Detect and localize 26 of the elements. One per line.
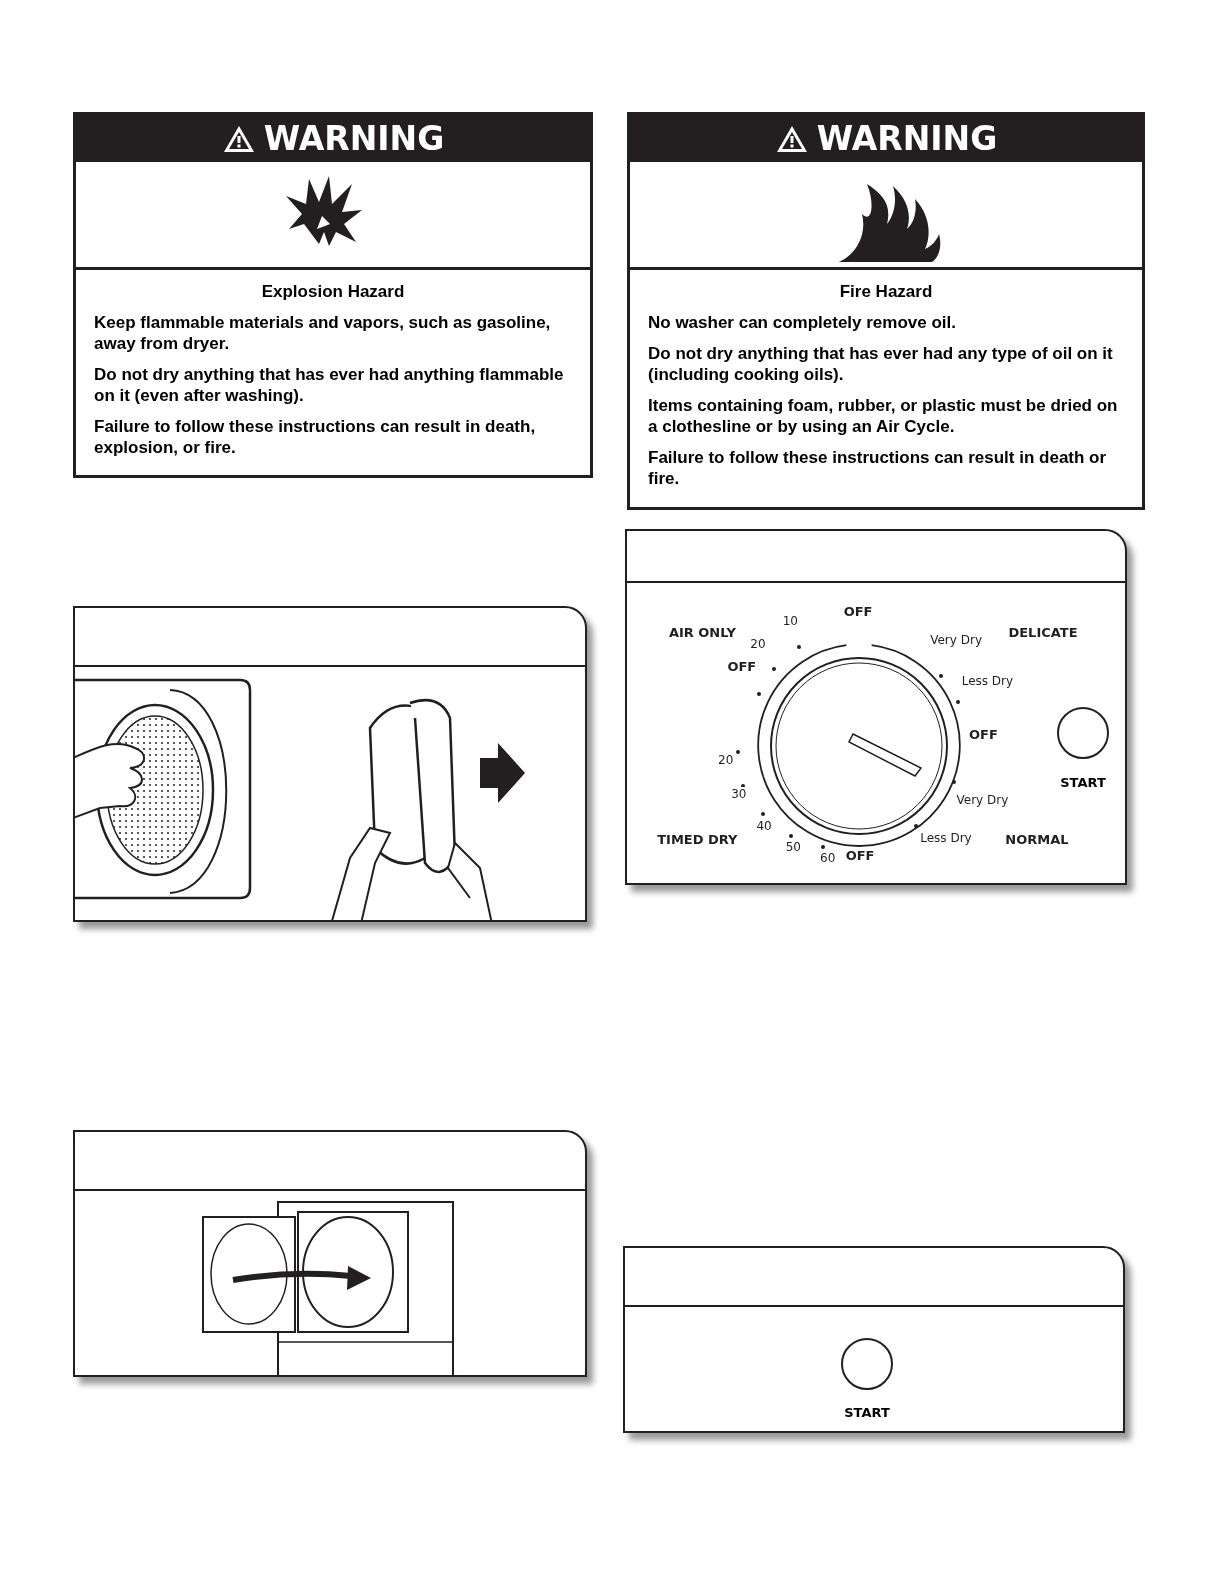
warning-box	[73, 112, 593, 478]
warning-box	[627, 112, 1145, 510]
warning-text: Items containing foam, rubber, or plastic must be dried on a clothesline or by using an Air Cycle.	[648, 395, 1119, 437]
hazard-heading: Fire Hazard	[838, 282, 934, 302]
button-label: START	[844, 1404, 890, 1420]
start-button	[1057, 707, 1109, 759]
warning-text: Failure to follow these instructions can result in death, explosion, or fire.	[94, 416, 537, 458]
button-label: START	[1060, 774, 1106, 790]
start-button	[841, 1338, 893, 1390]
warning-text: No washer can completely remove oil.	[648, 312, 957, 333]
dial-label: Less Dry	[918, 830, 974, 845]
dial-label: Very Dry	[954, 793, 1011, 808]
dial-label: 20	[748, 636, 768, 651]
dial-label: Very Dry	[928, 632, 984, 647]
illustration-panel	[623, 1246, 1125, 1433]
warning-title: WARNING	[263, 119, 445, 158]
warning-text: Keep flammable materials and vapors, such as gasoline, away from dryer.	[94, 312, 552, 354]
dial-label: Less Dry	[959, 674, 1016, 689]
hazard-heading: Explosion Hazard	[260, 282, 406, 302]
dial-label: 40	[754, 818, 774, 833]
warning-text: Do not dry anything that has ever had anything flammable on it (even after washing).	[94, 364, 565, 406]
dial-label: 20	[716, 753, 736, 767]
warning-title: WARNING	[816, 119, 998, 158]
dial-label: 50	[783, 839, 803, 854]
warning-text: Failure to follow these instructions can result in death or fire.	[648, 447, 1108, 489]
warning-text: Do not dry anything that has ever had any type of oil on it (including cooking oils).	[648, 343, 1114, 385]
